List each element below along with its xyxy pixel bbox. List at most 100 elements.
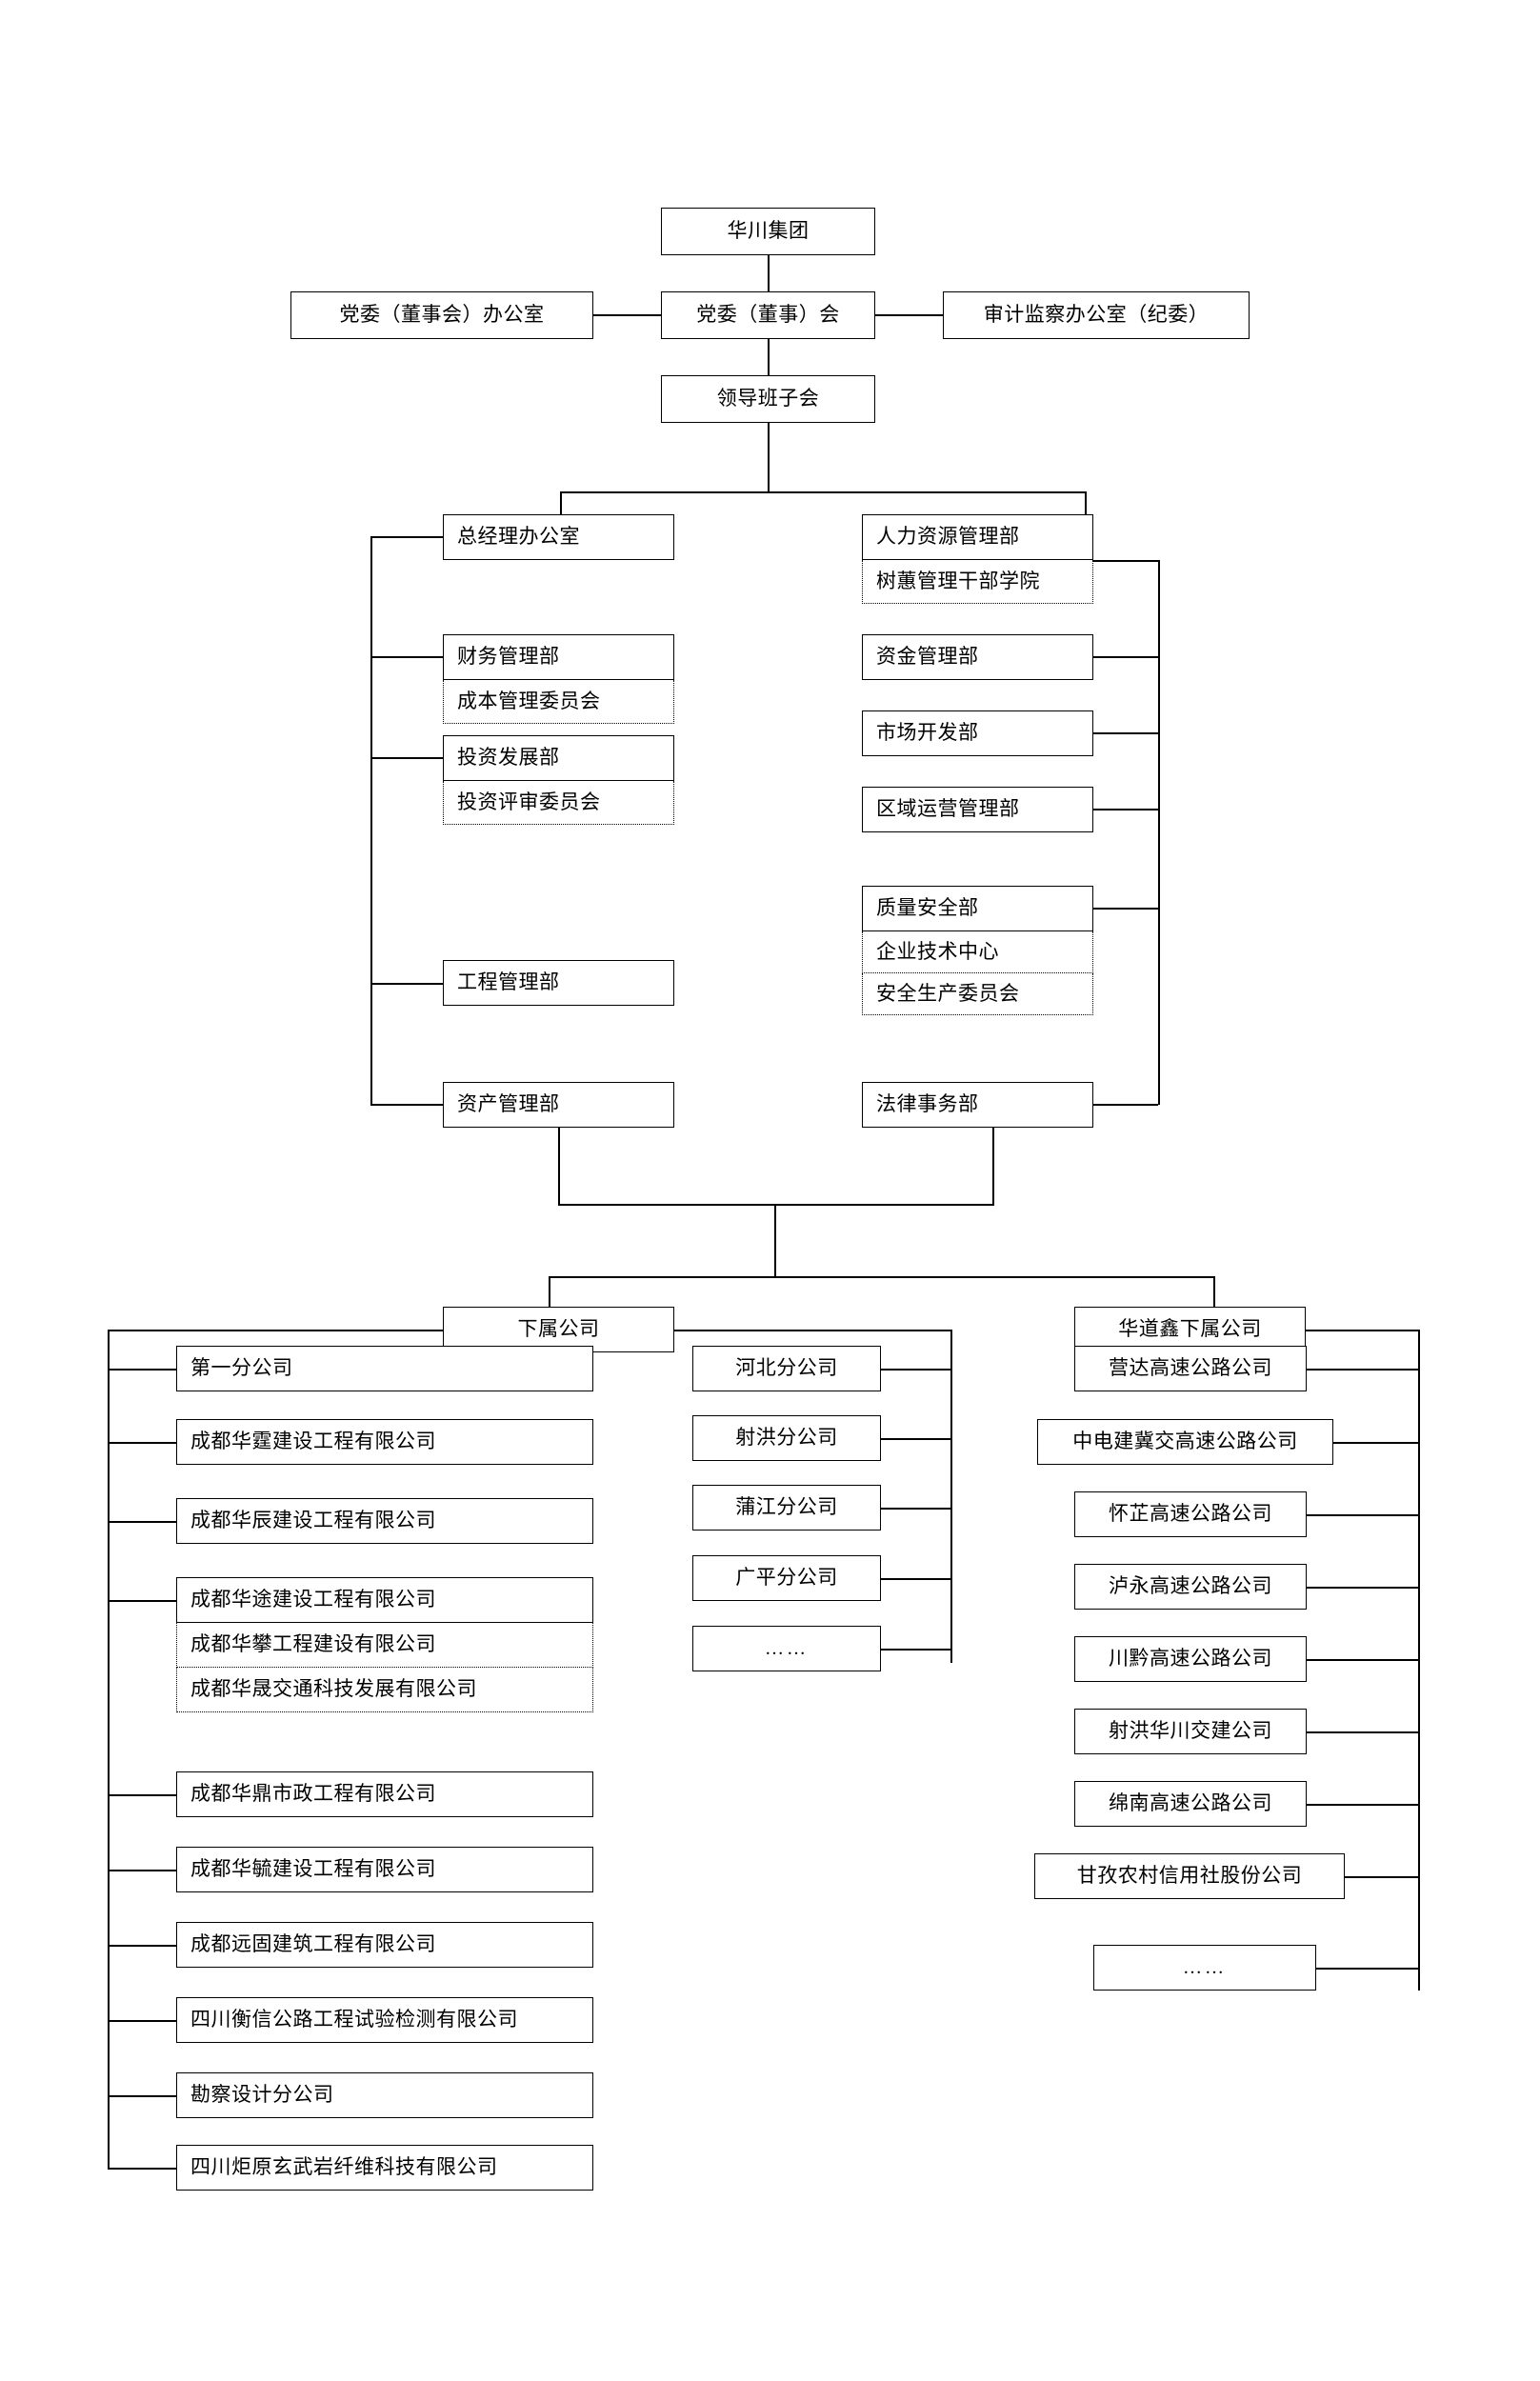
connector-split-drop-left [549, 1276, 550, 1307]
node-dept-quality-safety[interactable]: 质量安全部 [862, 886, 1093, 931]
list-item[interactable]: 勘察设计分公司 [176, 2072, 593, 2118]
node-dept-asset[interactable]: 资产管理部 [443, 1082, 674, 1128]
node-dept-investment[interactable]: 投资发展部 [443, 735, 674, 781]
connector-department-bus [560, 491, 1086, 493]
left-column-rail [370, 537, 372, 1105]
stub-right-sub-0 [1307, 1369, 1418, 1371]
stub-mid-sub-2 [881, 1508, 950, 1510]
stub-left-sub-2 [108, 1521, 176, 1523]
list-item[interactable]: 成都华攀工程建设有限公司 [176, 1623, 593, 1668]
stub-left-sub-0 [108, 1369, 176, 1371]
stub-left-sub-3 [108, 1600, 176, 1602]
connector-subsidiary-stem [774, 1204, 776, 1276]
stub-mid-sub-0 [881, 1369, 950, 1371]
node-dept-investment-sub-review-committee[interactable]: 投资评审委员会 [443, 781, 674, 825]
list-item[interactable]: 成都华鼎市政工程有限公司 [176, 1771, 593, 1817]
list-item[interactable]: 四川炬原玄武岩纤维科技有限公司 [176, 2145, 593, 2191]
list-item[interactable]: 射洪分公司 [692, 1415, 881, 1461]
connector-bus-drop-right [1085, 491, 1087, 514]
node-board[interactable]: 党委（董事）会 [661, 291, 875, 339]
connector-right-group-to-rail [1306, 1330, 1418, 1331]
stub-right-dept-3 [1093, 809, 1158, 810]
stub-left-sub-7 [108, 1870, 176, 1871]
node-dept-market[interactable]: 市场开发部 [862, 710, 1093, 756]
stub-left-dept-2 [370, 757, 443, 759]
stub-right-sub-3 [1307, 1587, 1418, 1589]
stub-left-dept-0 [370, 536, 443, 538]
left-subsidiary-rail [108, 1330, 110, 2168]
connector-board-to-leadership [768, 339, 770, 375]
node-leadership[interactable]: 领导班子会 [661, 375, 875, 423]
node-group-subsidiaries[interactable]: 下属公司 [443, 1307, 674, 1352]
list-item[interactable]: 成都华毓建设工程有限公司 [176, 1847, 593, 1892]
stub-right-dept-0 [1093, 560, 1158, 562]
list-item[interactable]: 成都华霆建设工程有限公司 [176, 1419, 593, 1465]
list-item[interactable]: 四川衡信公路工程试验检测有限公司 [176, 1997, 593, 2043]
connector-root-to-board [768, 255, 770, 291]
list-item[interactable]: 成都华辰建设工程有限公司 [176, 1498, 593, 1544]
node-root-company[interactable]: 华川集团 [661, 208, 875, 255]
node-dept-finance-sub-cost-committee[interactable]: 成本管理委员会 [443, 680, 674, 724]
connector-bus-drop-left [560, 491, 562, 514]
node-dept-quality-sub-tech-center[interactable]: 企业技术中心 [862, 931, 1093, 973]
stub-left-sub-10 [108, 2095, 176, 2097]
list-item[interactable]: 射洪华川交建公司 [1074, 1709, 1307, 1754]
list-item[interactable]: 营达高速公路公司 [1074, 1346, 1307, 1391]
node-board-office[interactable]: 党委（董事会）办公室 [290, 291, 593, 339]
stub-right-sub-6 [1307, 1804, 1418, 1806]
connector-legal-down [992, 1128, 994, 1204]
connector-left-group-to-rail [108, 1330, 443, 1331]
list-item[interactable]: 成都华途建设工程有限公司 [176, 1577, 593, 1623]
list-item[interactable]: 中电建冀交高速公路公司 [1037, 1419, 1333, 1465]
right-subsidiary-rail [1418, 1330, 1420, 1991]
list-item[interactable]: 第一分公司 [176, 1346, 593, 1391]
node-dept-regional-operations[interactable]: 区域运营管理部 [862, 787, 1093, 832]
node-dept-general-manager-office[interactable]: 总经理办公室 [443, 514, 674, 560]
list-item[interactable]: 成都华晟交通科技发展有限公司 [176, 1668, 593, 1712]
node-dept-hr-sub-academy[interactable]: 树蕙管理干部学院 [862, 560, 1093, 604]
list-item[interactable]: 蒲江分公司 [692, 1485, 881, 1531]
stub-right-sub-4 [1307, 1659, 1418, 1661]
connector-board-to-left-office [593, 314, 661, 316]
stub-left-sub-11 [108, 2168, 176, 2170]
node-audit-office[interactable]: 审计监察办公室（纪委） [943, 291, 1250, 339]
node-dept-fund[interactable]: 资金管理部 [862, 634, 1093, 680]
list-item[interactable]: 怀芷高速公路公司 [1074, 1491, 1307, 1537]
list-item[interactable]: 成都远固建筑工程有限公司 [176, 1922, 593, 1968]
connector-subsidiary-split-bus [549, 1276, 1215, 1278]
node-dept-quality-sub-safety-committee[interactable]: 安全生产委员会 [862, 973, 1093, 1015]
list-item-ellipsis[interactable]: …… [692, 1626, 881, 1671]
stub-right-sub-1 [1333, 1442, 1418, 1444]
list-item-ellipsis[interactable]: …… [1093, 1945, 1316, 1991]
connector-asset-down [558, 1128, 560, 1204]
list-item[interactable]: 甘孜农村信用社股份公司 [1034, 1853, 1345, 1899]
stub-left-sub-9 [108, 2020, 176, 2022]
list-item[interactable]: 河北分公司 [692, 1346, 881, 1391]
middle-subsidiary-rail [950, 1330, 952, 1663]
stub-left-sub-1 [108, 1442, 176, 1444]
stub-right-sub-5 [1307, 1731, 1418, 1733]
node-dept-legal[interactable]: 法律事务部 [862, 1082, 1093, 1128]
node-dept-hr[interactable]: 人力资源管理部 [862, 514, 1093, 560]
connector-subsidiary-merge-bus [558, 1204, 994, 1206]
stub-right-sub-8 [1316, 1968, 1418, 1970]
stub-mid-sub-1 [881, 1438, 950, 1440]
list-item[interactable]: 泸永高速公路公司 [1074, 1564, 1307, 1610]
stub-left-sub-8 [108, 1945, 176, 1947]
stub-left-dept-4 [370, 1104, 443, 1106]
right-column-rail [1158, 560, 1160, 1105]
node-dept-finance[interactable]: 财务管理部 [443, 634, 674, 680]
stub-left-dept-1 [370, 656, 443, 658]
list-item[interactable]: 绵南高速公路公司 [1074, 1781, 1307, 1827]
stub-left-sub-6 [108, 1794, 176, 1796]
list-item[interactable]: 川黔高速公路公司 [1074, 1636, 1307, 1682]
stub-right-dept-2 [1093, 732, 1158, 734]
node-dept-engineering[interactable]: 工程管理部 [443, 960, 674, 1006]
stub-mid-sub-3 [881, 1578, 950, 1580]
list-item[interactable]: 广平分公司 [692, 1555, 881, 1601]
stub-left-dept-3 [370, 983, 443, 985]
connector-leadership-stem [768, 423, 770, 491]
connector-left-group-to-mid-rail [674, 1330, 950, 1331]
connector-split-drop-right [1213, 1276, 1215, 1307]
